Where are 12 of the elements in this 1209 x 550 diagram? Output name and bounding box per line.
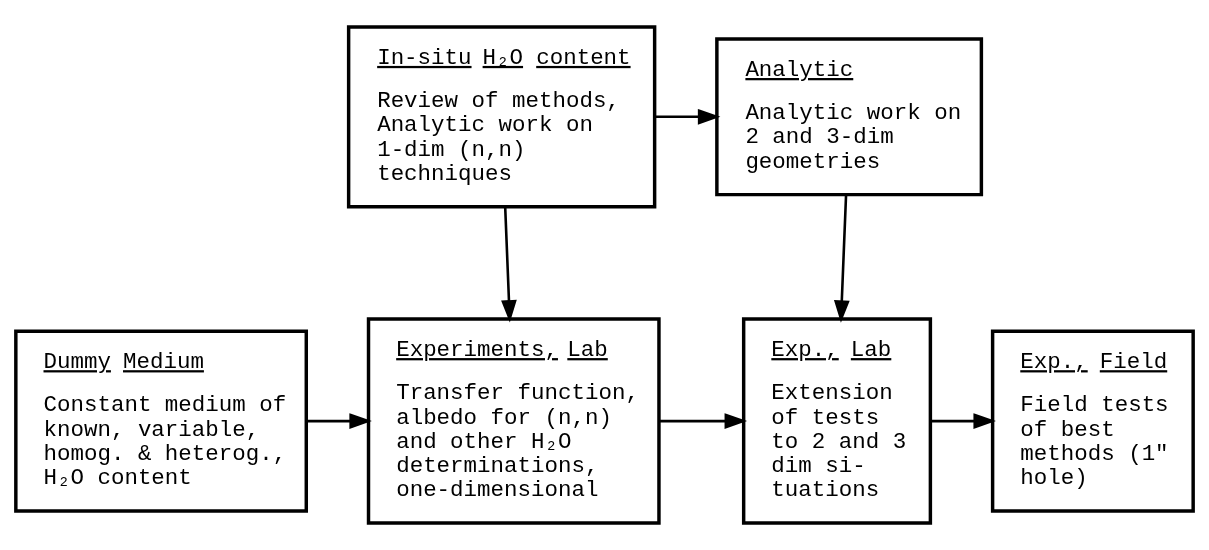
node-box: Exp., Lab Extension of tests to 2 and 3 dim si- tuations [741,317,933,525]
arrow [833,195,850,323]
node-box: Experiments, Lab Transfer function, albedo for (n,n) and other H₂O determinations, one-dimensional [366,317,661,525]
node-box: In-situ H₂O content Review of methods, Analytic work on 1-dim (n,n) techniques [346,25,657,209]
node-box: Dummy Medium Constant medium of known, variable, homog. & heterog., H₂O content [14,329,308,513]
arrow [658,413,748,429]
node-box: Analytic Analytic work on 2 and 3-dim geometries [715,37,984,197]
arrow [655,108,721,125]
arrow [501,207,517,323]
arrow [930,413,996,429]
arrow [306,413,372,429]
node-box: Exp., Field Field tests of best methods (1" hole) [990,329,1195,513]
